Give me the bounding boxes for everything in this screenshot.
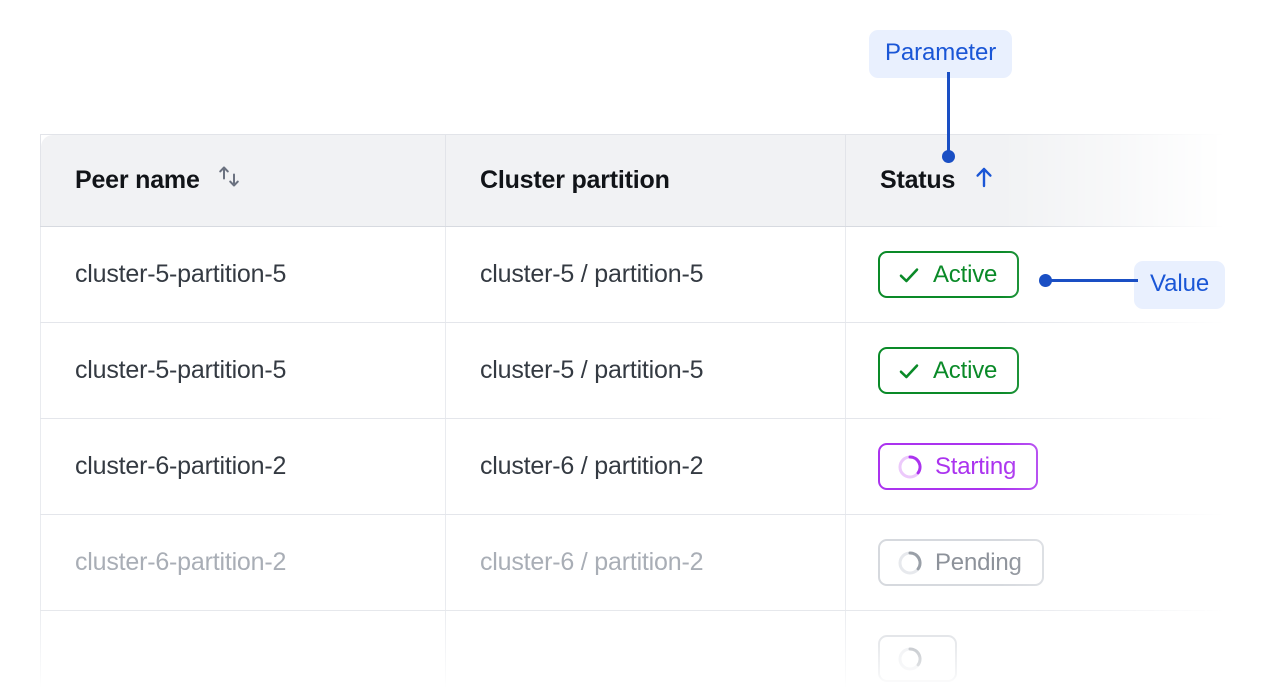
column-header-cluster-partition-label: Cluster partition xyxy=(480,166,670,194)
check-icon xyxy=(897,359,921,383)
cell-peer-name xyxy=(40,610,446,688)
annotation-dot-parameter xyxy=(942,150,955,163)
cell-status: Active xyxy=(845,322,1272,419)
cell-peer-name: cluster-6-partition-2 xyxy=(40,514,446,611)
peers-table: Peer name Clu xyxy=(40,134,1272,688)
cell-cluster-partition: cluster-5 / partition-5 xyxy=(445,322,846,419)
status-badge-label: Active xyxy=(933,356,998,384)
cell-peer-name: cluster-5-partition-5 xyxy=(40,322,446,419)
table-body: cluster-5-partition-5 cluster-5 / partit… xyxy=(40,226,1272,688)
annotation-chip-value: Value xyxy=(1134,261,1226,309)
status-badge: Active xyxy=(878,347,1020,394)
cell-cluster-partition: cluster-5 / partition-5 xyxy=(445,226,846,323)
column-header-peer-name[interactable]: Peer name xyxy=(40,134,446,227)
cell-cluster-partition: cluster-6 / partition-2 xyxy=(445,514,846,611)
cell-cluster-partition: cluster-6 / partition-2 xyxy=(445,418,846,515)
status-badge-label: Starting xyxy=(935,452,1017,480)
annotation-chip-parameter: Parameter xyxy=(869,30,1013,78)
table-row[interactable]: cluster-5-partition-5 cluster-5 / partit… xyxy=(40,322,1272,419)
status-badge-label: Pending xyxy=(935,548,1022,576)
cell-peer-name: cluster-6-partition-2 xyxy=(40,418,446,515)
annotation-connector-value xyxy=(1045,279,1138,282)
status-badge xyxy=(878,635,957,682)
peers-table-container: Peer name Clu xyxy=(40,134,1272,688)
table-row[interactable]: cluster-5-partition-5 cluster-5 / partit… xyxy=(40,226,1272,323)
status-badge: Active xyxy=(878,251,1020,298)
column-header-status[interactable]: Status xyxy=(845,134,1272,227)
column-header-peer-name-label: Peer name xyxy=(75,166,200,194)
table-row[interactable] xyxy=(40,610,1272,688)
table-header: Peer name Clu xyxy=(40,134,1272,227)
status-badge-label: Active xyxy=(933,260,998,288)
cell-peer-name: cluster-5-partition-5 xyxy=(40,226,446,323)
spinner-ring-icon xyxy=(897,550,923,576)
annotation-dot-value xyxy=(1039,274,1052,287)
table-header-row: Peer name Clu xyxy=(40,134,1272,227)
table-row[interactable]: cluster-6-partition-2 cluster-6 / partit… xyxy=(40,514,1272,611)
cell-status xyxy=(845,610,1272,688)
annotation-connector-parameter xyxy=(947,72,950,156)
column-header-status-label: Status xyxy=(880,166,956,194)
table-row[interactable]: cluster-6-partition-2 cluster-6 / partit… xyxy=(40,418,1272,515)
column-header-cluster-partition[interactable]: Cluster partition xyxy=(445,134,846,227)
arrow-up-icon[interactable] xyxy=(969,162,999,199)
sort-updown-icon[interactable] xyxy=(214,162,244,199)
table-horizontal-fade-mask: Peer name Clu xyxy=(40,134,1272,688)
check-icon xyxy=(897,263,921,287)
table-vertical-fade-mask: Peer name Clu xyxy=(40,134,1272,688)
status-badge: Starting xyxy=(878,443,1039,490)
cell-status: Pending xyxy=(845,514,1272,611)
spinner-ring-icon xyxy=(897,454,923,480)
cell-status: Starting xyxy=(845,418,1272,515)
status-badge: Pending xyxy=(878,539,1044,586)
spinner-ring-icon xyxy=(897,646,923,672)
cell-cluster-partition xyxy=(445,610,846,688)
